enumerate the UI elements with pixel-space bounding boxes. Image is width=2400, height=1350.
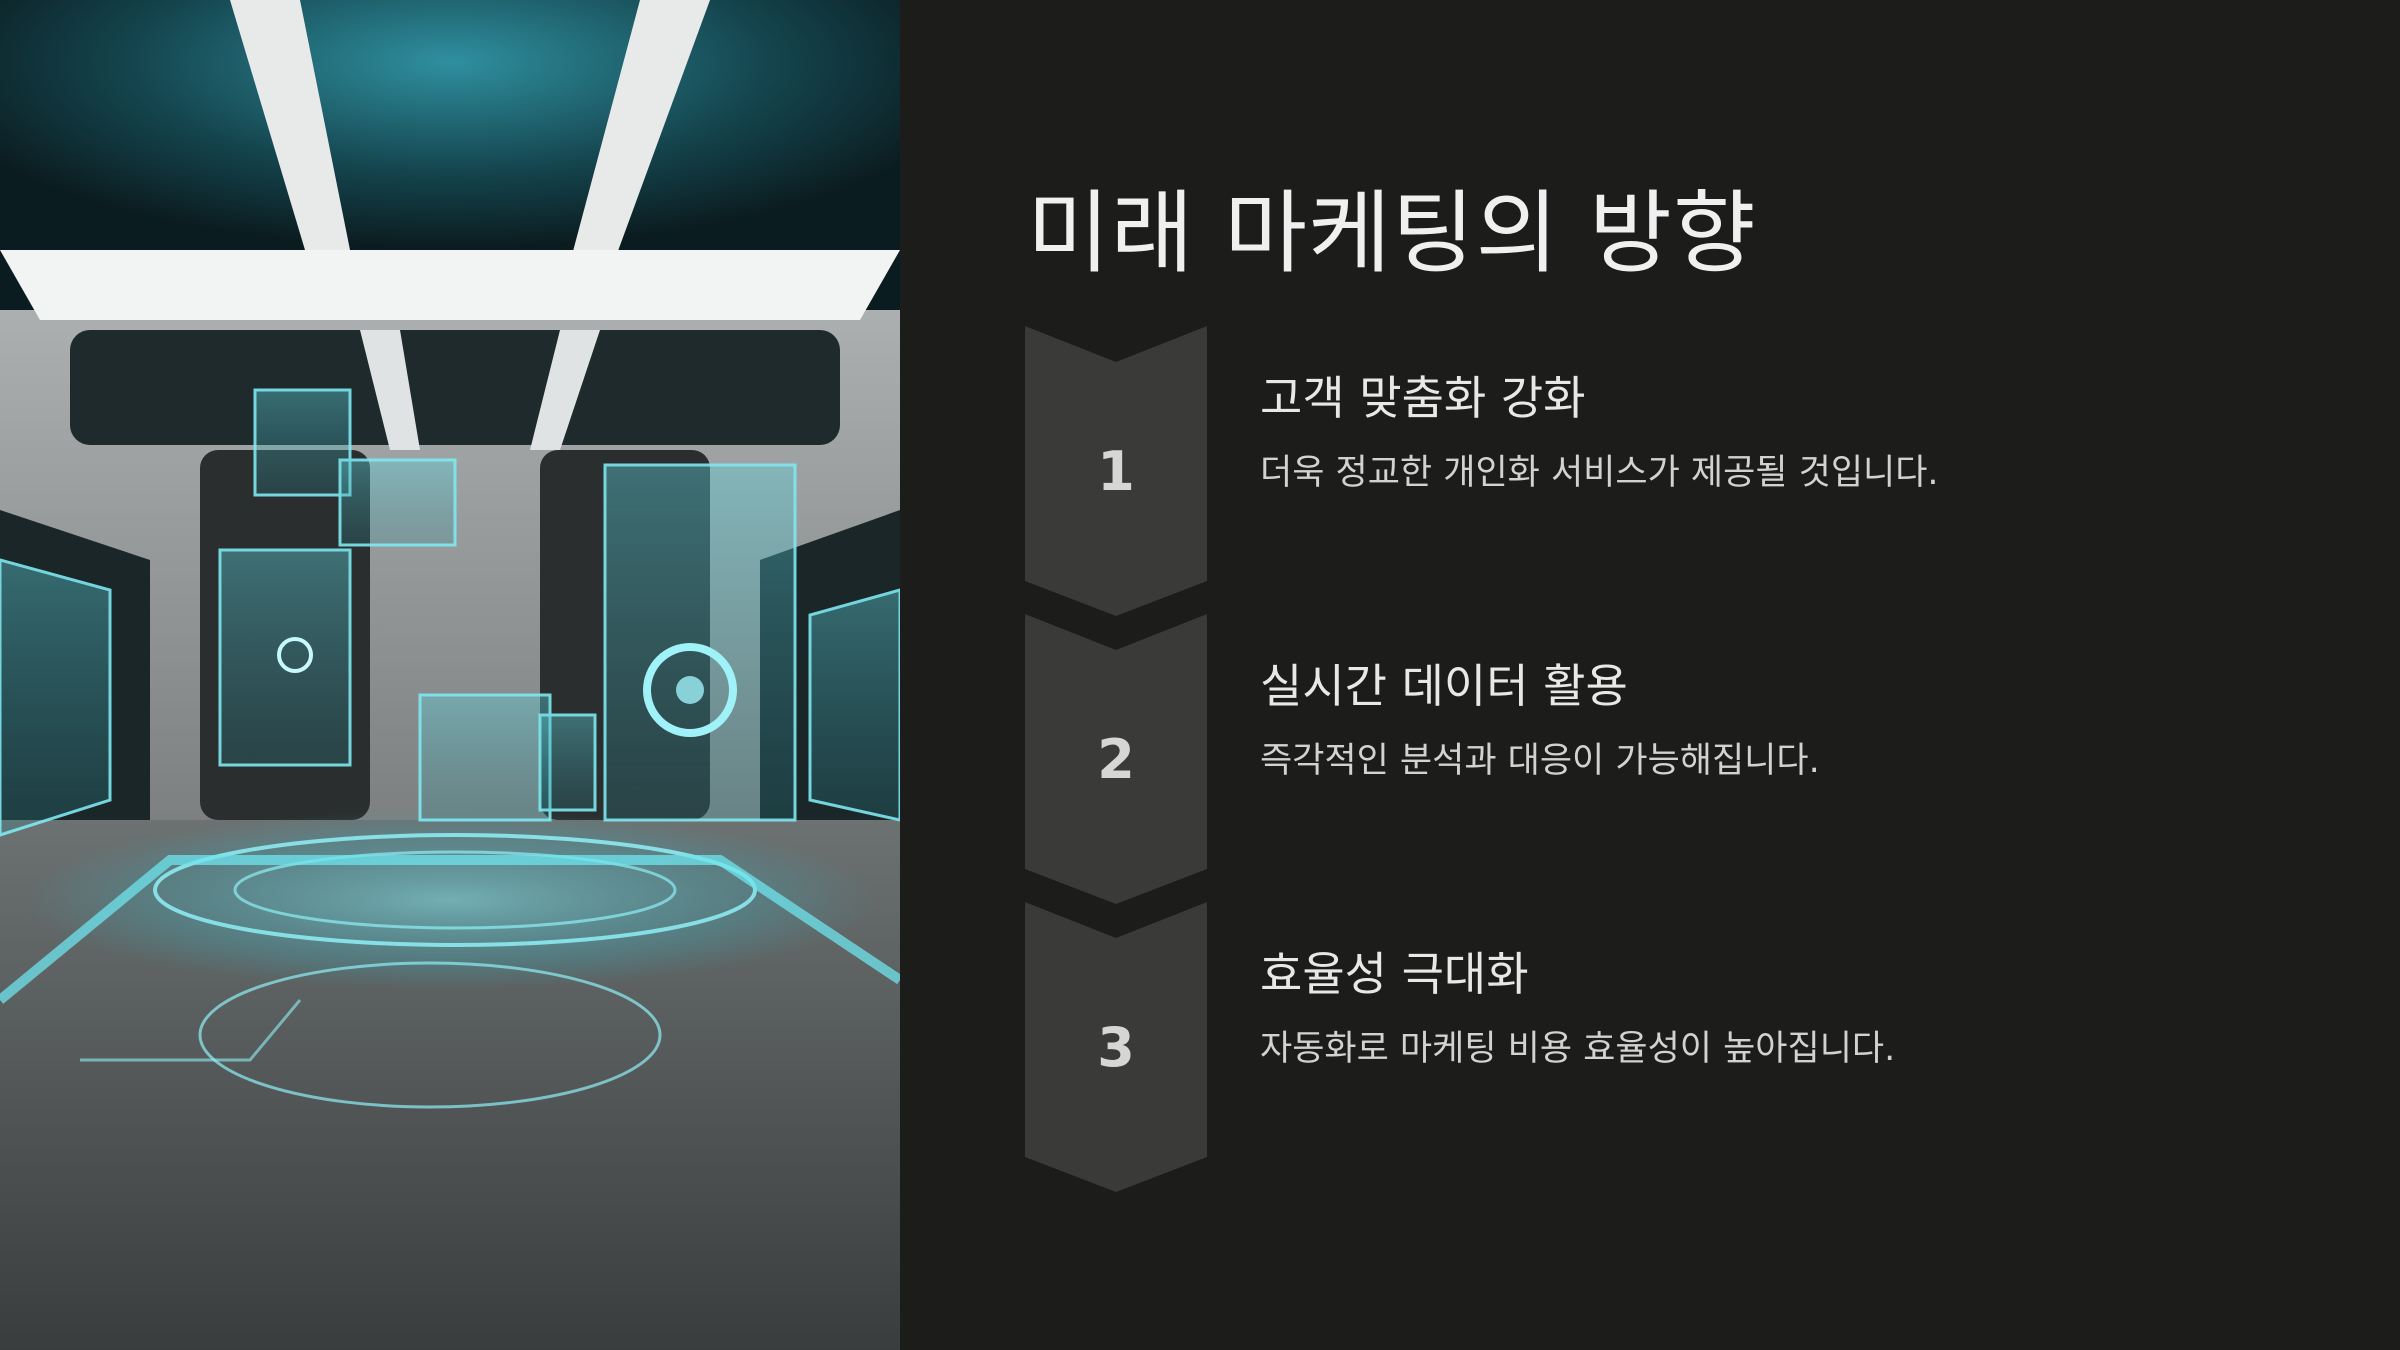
step-title: 효율성 극대화 [1260,947,1529,1001]
step-description: 자동화로 마케팅 비용 효율성이 높아집니다. [1260,1029,1896,1069]
step-description: 더욱 정교한 개인화 서비스가 제공될 것입니다. [1260,453,1939,493]
step-chevron [1025,326,1207,616]
step-number: 2 [1097,727,1135,791]
step-title: 고객 맞춤화 강화 [1260,371,1586,425]
step-number: 3 [1097,1015,1135,1079]
step-item: 2 실시간 데이터 활용 즉각적인 분석과 대응이 가능해집니다. [1025,614,2325,904]
step-title: 실시간 데이터 활용 [1260,659,1628,713]
step-item: 3 효율성 극대화 자동화로 마케팅 비용 효율성이 높아집니다. [1025,902,2325,1192]
step-chevron [1025,902,1207,1192]
step-chevron [1025,614,1207,904]
slide-title: 미래 마케팅의 방향 [1027,181,1757,286]
step-number: 1 [1097,439,1135,503]
step-item: 1 고객 맞춤화 강화 더욱 정교한 개인화 서비스가 제공될 것입니다. [1025,326,2325,616]
step-description: 즉각적인 분석과 대응이 가능해집니다. [1260,741,1820,781]
hero-image [0,0,900,1350]
